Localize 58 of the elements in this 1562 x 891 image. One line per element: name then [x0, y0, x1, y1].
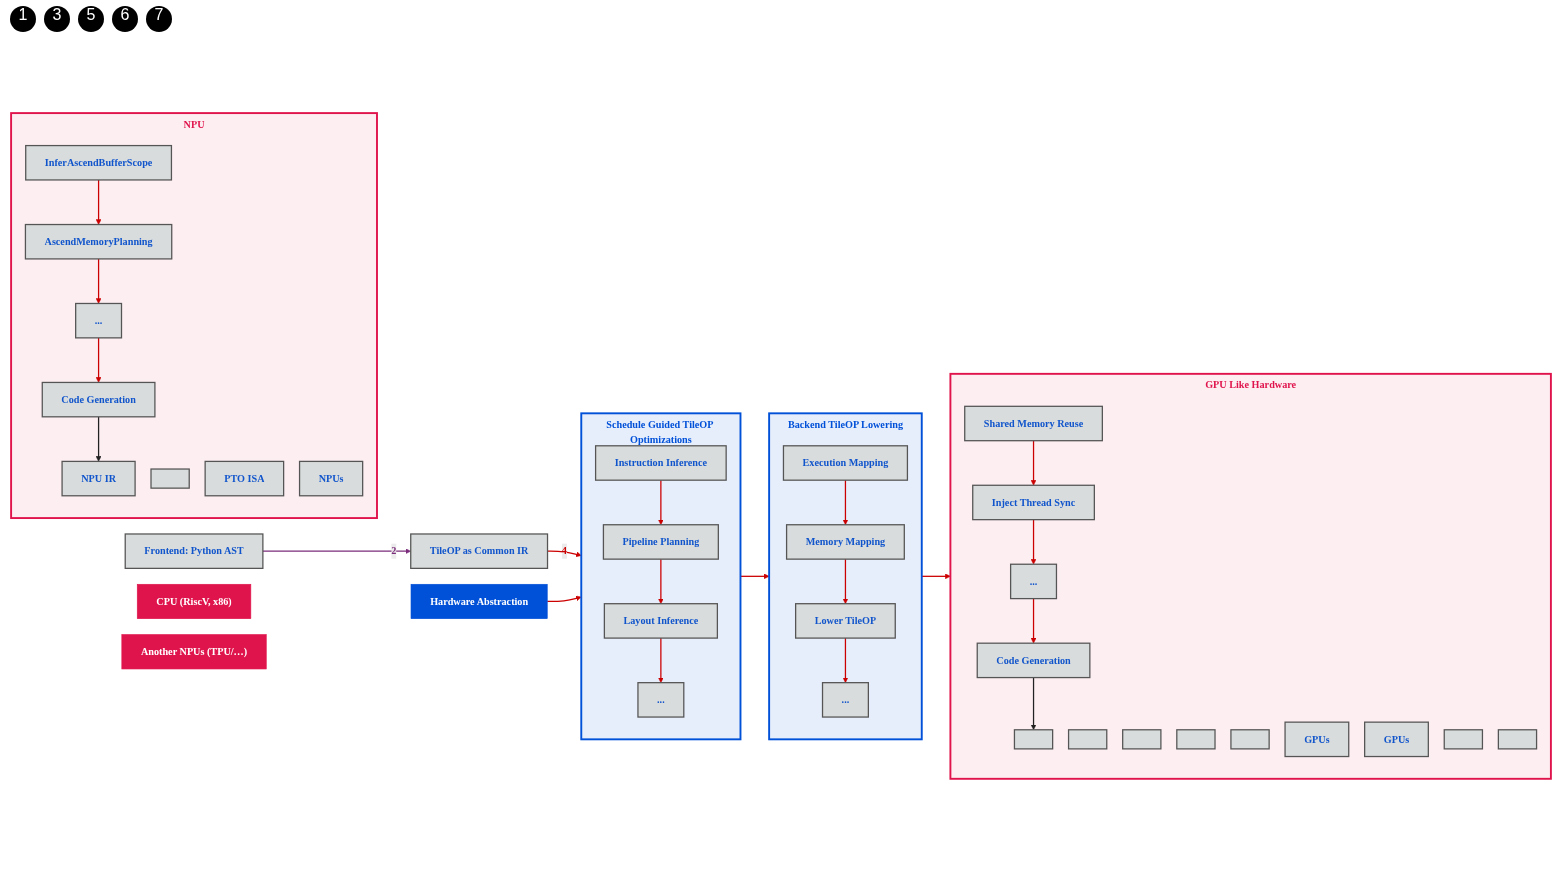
node-box: CPU (RiscV, x86): [136, 583, 252, 619]
arrow: [921, 573, 951, 579]
arrow: [842, 558, 849, 604]
node-box: Memory Mapping: [785, 523, 905, 560]
arrow: [95, 257, 102, 304]
node-box: Another NPUs (TPU/…): [121, 633, 267, 669]
arrow: [842, 479, 849, 525]
node-box: [1122, 728, 1162, 750]
arrow: [1030, 518, 1037, 565]
edge-label: 2: [391, 544, 397, 556]
node-box: AscendMemoryPlanning: [24, 223, 173, 260]
arrow: [658, 558, 664, 604]
node-box: Execution Mapping: [782, 444, 909, 481]
node-box: NPUs: [298, 460, 364, 496]
node-box: ...: [637, 681, 685, 718]
node-box: Shared Memory Reuse: [964, 405, 1103, 441]
node-box: Code Generation: [41, 381, 156, 417]
arrow: [95, 336, 102, 383]
arrow: [1030, 597, 1037, 643]
node-box: Pipeline Planning: [602, 523, 719, 560]
node-box: Frontend: Python AST: [124, 532, 264, 569]
callout-number: 1: [10, 6, 36, 32]
arrow: [658, 637, 664, 683]
node-box: [1230, 728, 1270, 750]
node-box: PTO ISA: [204, 460, 285, 496]
node-box: [1443, 728, 1484, 750]
node-box: GPUs: [1284, 721, 1350, 757]
node-box: [150, 467, 190, 489]
node-box: [1013, 728, 1054, 750]
node-box: ...: [1010, 563, 1058, 599]
edge-label: 4: [561, 544, 567, 556]
node-box: [1067, 728, 1108, 750]
node-box: Instruction Inference: [594, 444, 727, 481]
arrow: [658, 479, 664, 525]
node-box: Hardware Abstraction: [410, 583, 548, 619]
arrow: [262, 547, 411, 554]
node-box: Layout Inference: [603, 602, 718, 639]
arrow: [546, 595, 582, 602]
node-box: Inject Thread Sync: [972, 484, 1095, 520]
node-box: NPU IR: [61, 460, 136, 496]
callout-number: 5: [78, 6, 104, 32]
arrow: [95, 415, 102, 462]
callout-number: 3: [44, 6, 70, 32]
node-box: [1497, 728, 1538, 750]
node-box: GPUs: [1364, 721, 1429, 757]
arrow: [95, 178, 102, 225]
node-box: Code Generation: [976, 642, 1091, 678]
callout-number: 6: [112, 6, 138, 32]
arrow: [1030, 439, 1037, 486]
node-box: [1176, 728, 1216, 750]
arrow: [1030, 676, 1037, 730]
callout-number: 7: [146, 6, 172, 32]
node-box: InferAscendBufferScope: [25, 144, 173, 181]
node-box: Lower TileOP: [795, 602, 896, 639]
node-box: ...: [75, 302, 123, 339]
node-box: TileOP as Common IR: [410, 532, 549, 569]
arrow: [842, 637, 849, 683]
node-box: ...: [821, 681, 869, 718]
